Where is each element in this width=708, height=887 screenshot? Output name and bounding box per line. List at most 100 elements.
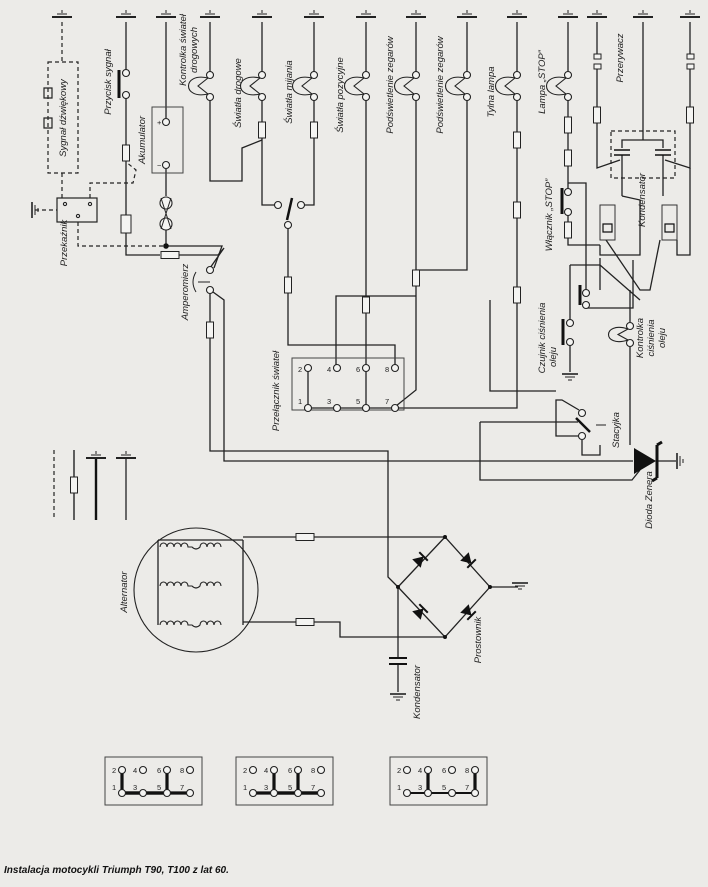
lamp-icon (239, 76, 261, 96)
terminal (161, 117, 171, 127)
terminal (625, 338, 635, 348)
terminal-number: 8 (385, 365, 389, 374)
terminal-number: 7 (385, 397, 389, 406)
terminal-number: 3 (264, 783, 268, 792)
terminal (62, 201, 68, 207)
terminal (361, 363, 371, 373)
terminal (577, 408, 587, 418)
terminal (161, 160, 171, 170)
terminal (462, 70, 472, 80)
battery-plus-sign: + (157, 118, 162, 127)
lamp-filament (555, 77, 567, 95)
ground-icon (31, 202, 39, 218)
terminal (402, 788, 412, 798)
wire (243, 621, 445, 638)
terminal (402, 765, 412, 775)
switch-position-box (104, 756, 203, 806)
terminal (390, 403, 400, 413)
terminal (447, 788, 457, 798)
label-oil-indicator-2: ciśnienia (646, 320, 657, 357)
terminal (462, 92, 472, 102)
terminal-number: 5 (442, 783, 446, 792)
terminal (512, 70, 522, 80)
zener-bar (651, 440, 663, 483)
terminal (257, 70, 267, 80)
ground-icon (200, 10, 220, 18)
terminal-number: 5 (356, 397, 360, 406)
terminal (121, 68, 131, 78)
fuse-icon (686, 106, 694, 124)
breaker-contact (686, 53, 695, 60)
wire (166, 245, 223, 269)
wire (209, 293, 399, 588)
terminal-number: 2 (112, 766, 116, 775)
diode-icon (412, 551, 429, 568)
wire (416, 100, 468, 271)
terminal (565, 337, 575, 347)
wire (596, 69, 621, 169)
lamp-filament (301, 77, 313, 95)
terminal-number: 5 (288, 783, 292, 792)
terminal (296, 200, 306, 210)
terminal-number: 3 (418, 783, 422, 792)
junction-dot (396, 585, 400, 589)
terminal (205, 265, 215, 275)
terminal-number: 7 (465, 783, 469, 792)
lamp-icon (545, 76, 567, 96)
coil-box (661, 204, 678, 241)
ground-icon (587, 10, 607, 18)
terminal-number: 3 (327, 397, 331, 406)
lamp-icon (607, 326, 629, 343)
terminal (162, 788, 172, 798)
terminal (138, 788, 148, 798)
lamp-filament (353, 77, 365, 95)
terminal (563, 207, 573, 217)
terminal (248, 788, 258, 798)
diode-bar (466, 558, 477, 569)
switch-position-box (389, 756, 488, 806)
terminal (565, 318, 575, 328)
wire (212, 291, 633, 462)
terminal (138, 765, 148, 775)
terminal (269, 788, 279, 798)
terminal-number: 8 (311, 766, 315, 775)
label-gauge-light-1: Podświetlenie zegarów (385, 35, 396, 133)
terminal (185, 765, 195, 775)
lamp-filament (607, 326, 629, 343)
label-oil-sensor-2: oleju (548, 346, 559, 367)
label-ammeter: Amperomierz (180, 264, 191, 322)
diode-triangle (412, 556, 424, 568)
alternator-coil (159, 542, 222, 550)
lamp-icon (291, 76, 313, 96)
label-light-switch: Przełącznik świateł (271, 350, 282, 431)
diode-triangle (460, 604, 472, 616)
relay-box (56, 197, 98, 223)
terminal-number: 3 (133, 783, 137, 792)
wire (621, 139, 664, 148)
terminal-number: 1 (112, 783, 116, 792)
horn-icon (43, 87, 53, 129)
label-stop-lamp: Lampa „STOP” (537, 49, 548, 114)
terminal (205, 285, 215, 295)
label-ignition-capacitor: Kondensator (637, 172, 648, 227)
terminal-number: 2 (397, 766, 401, 775)
terminal (316, 765, 326, 775)
ground-icon (116, 451, 136, 459)
lamp-filament (393, 76, 415, 96)
lamp-filament (454, 77, 466, 95)
labels: Sygnał dźwiękowy Przycisk sygnał Akumula… (58, 13, 668, 719)
label-battery: Akumulator (137, 115, 148, 165)
diode-bar (418, 551, 429, 562)
terminal (390, 363, 400, 373)
terminal (470, 788, 480, 798)
wire (209, 100, 263, 182)
terminal (316, 788, 326, 798)
label-stop-switch: Włącznik „STOP” (544, 178, 555, 252)
terminal-number: 4 (133, 766, 137, 775)
terminal (423, 788, 433, 798)
lamp-filament (616, 328, 629, 341)
fuse-holder-icon (160, 197, 172, 230)
